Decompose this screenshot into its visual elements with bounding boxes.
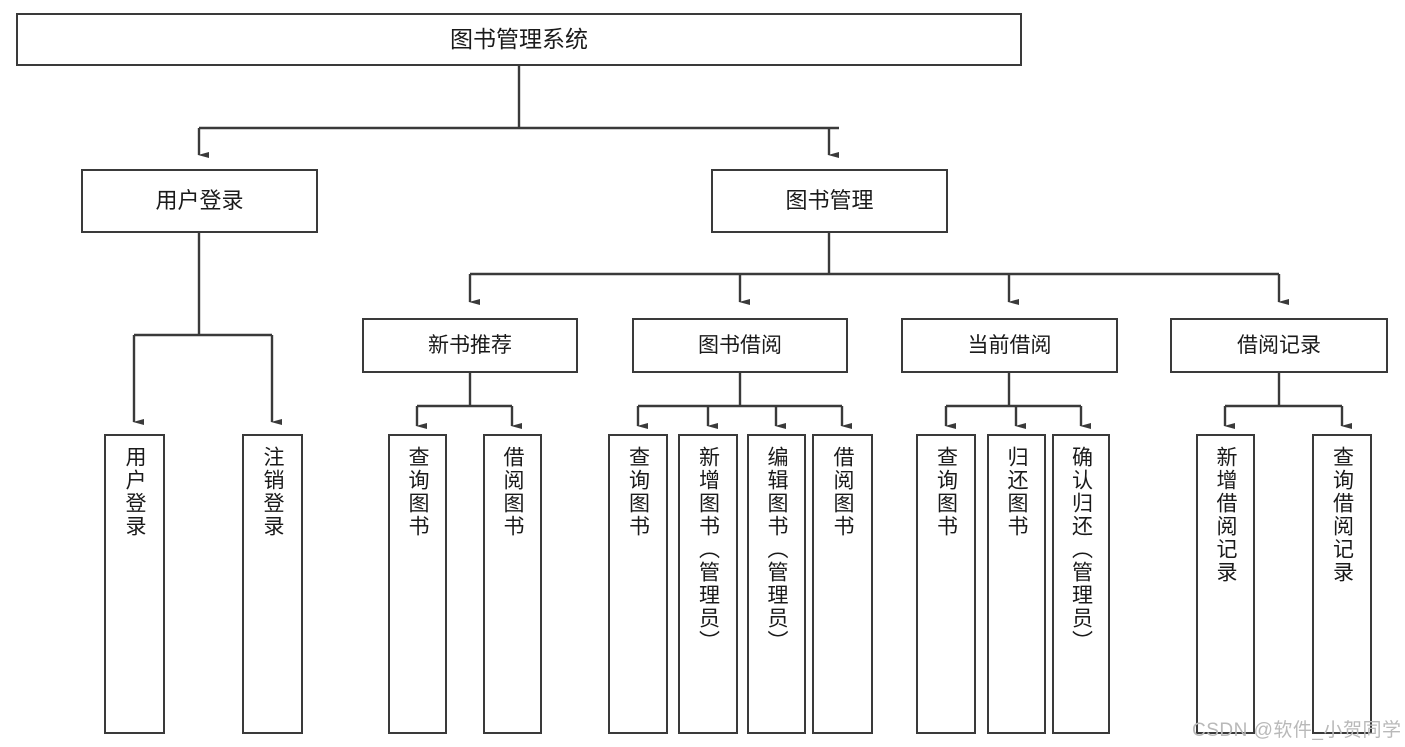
node-book-borrowing[interactable]: 图书借阅 [632,318,848,373]
node-book-management[interactable]: 图书管理 [711,169,948,233]
leaf-current-query-book[interactable]: 查询图书 [916,434,976,734]
node-label: 新增图书（管理员） [696,446,720,653]
node-label: 用户登录 [123,446,146,538]
node-label: 编辑图书（管理员） [765,446,788,653]
node-label: 查询借阅记录 [1330,446,1354,584]
leaf-record-query-record[interactable]: 查询借阅记录 [1312,434,1372,734]
leaf-record-add-record[interactable]: 新增借阅记录 [1196,434,1255,734]
node-label: 查询图书 [626,446,650,538]
node-label: 新书推荐 [428,333,512,357]
node-label: 借阅记录 [1237,333,1321,357]
node-label: 借阅图书 [501,446,524,538]
leaf-current-return-book[interactable]: 归还图书 [987,434,1046,734]
node-label: 用户登录 [155,187,244,213]
node-user-login[interactable]: 用户登录 [81,169,318,233]
node-label: 借阅图书 [831,446,854,538]
node-label: 图书管理 [785,187,874,213]
leaf-user-login-logout[interactable]: 注销登录 [242,434,303,734]
leaf-user-login-login[interactable]: 用户登录 [104,434,165,734]
csdn-watermark: CSDN @软件_小贺同学 [1192,720,1402,741]
node-new-book-recommendation[interactable]: 新书推荐 [362,318,578,373]
node-current-borrowing[interactable]: 当前借阅 [901,318,1118,373]
node-label: 注销登录 [261,446,284,538]
leaf-borrow-query-book[interactable]: 查询图书 [608,434,668,734]
node-label: 查询图书 [406,446,429,538]
node-label: 新增借阅记录 [1214,446,1237,584]
leaf-borrow-borrow-book[interactable]: 借阅图书 [812,434,873,734]
leaf-borrow-edit-book-admin[interactable]: 编辑图书（管理员） [747,434,806,734]
node-label: 归还图书 [1005,446,1028,538]
node-root-book-management-system[interactable]: 图书管理系统 [16,13,1022,66]
node-label: 确认归还（管理员） [1069,446,1093,653]
leaf-new-book-query-book[interactable]: 查询图书 [388,434,447,734]
leaf-borrow-add-book-admin[interactable]: 新增图书（管理员） [678,434,738,734]
node-label: 查询图书 [934,446,958,538]
node-label: 图书管理系统 [450,25,588,52]
node-label: 当前借阅 [967,333,1052,357]
node-borrowing-records[interactable]: 借阅记录 [1170,318,1388,373]
leaf-current-confirm-return-admin[interactable]: 确认归还（管理员） [1052,434,1110,734]
node-label: 图书借阅 [698,333,782,357]
leaf-new-book-borrow-book[interactable]: 借阅图书 [483,434,542,734]
